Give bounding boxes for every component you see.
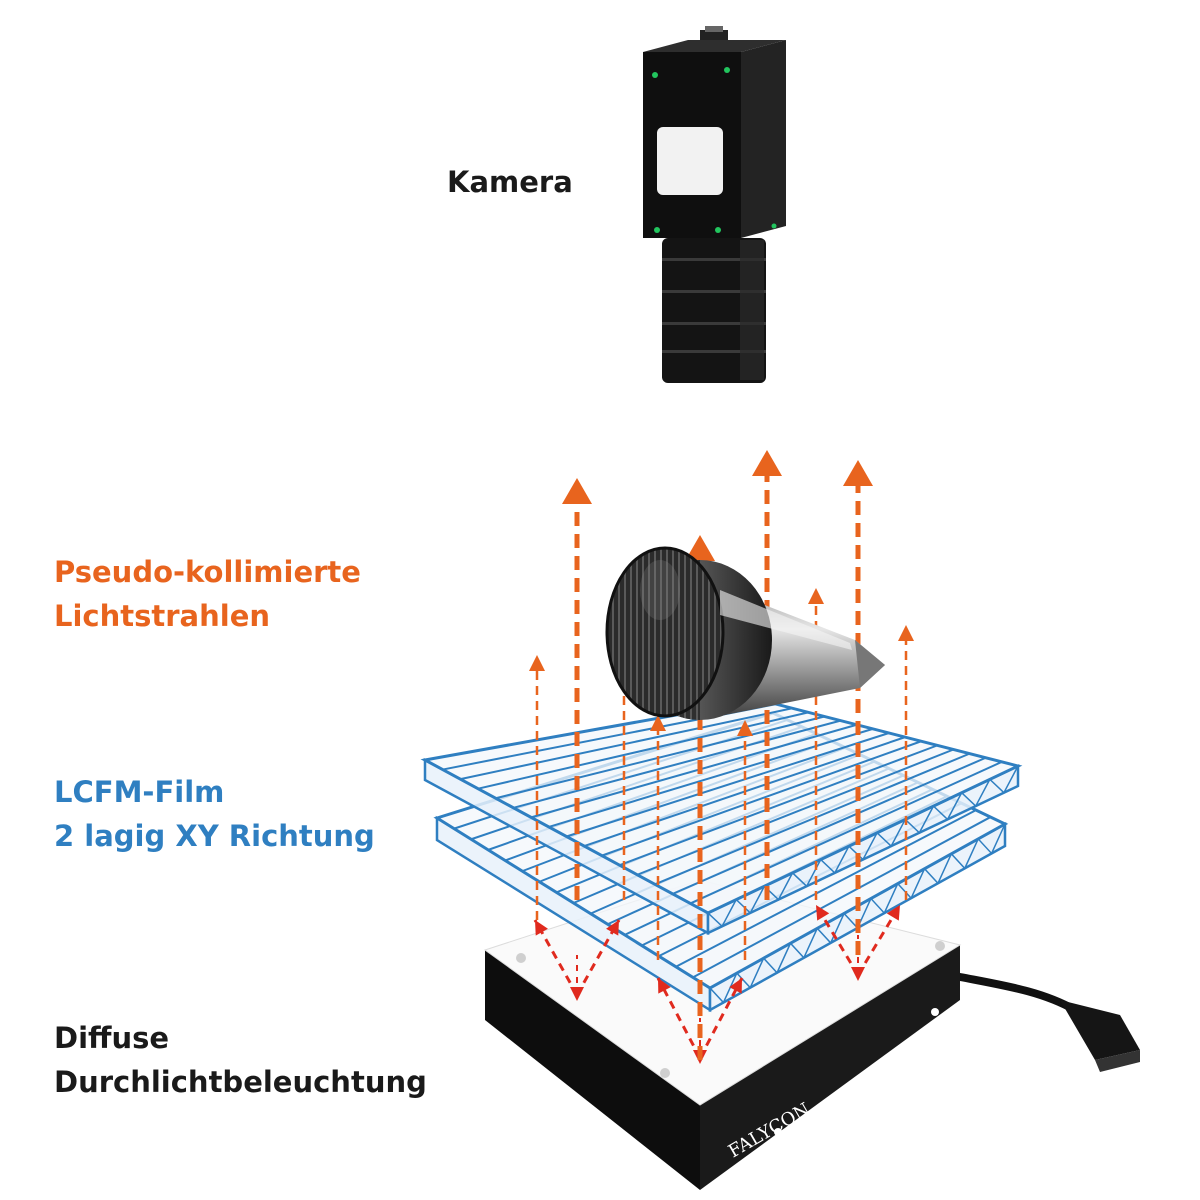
- ray-arrowhead: [650, 715, 666, 731]
- film-stripe: [672, 756, 987, 895]
- film-stripe: [566, 732, 890, 838]
- ray-arrowhead: [843, 460, 873, 486]
- light-ray-arrow: [752, 450, 782, 900]
- film-stripe: [495, 715, 825, 800]
- light-ray-arrow: [898, 625, 914, 900]
- rays-label-line2: Lichtstrahlen: [54, 599, 271, 633]
- ray-arrowhead: [737, 720, 753, 736]
- collimated-light-rays: [529, 450, 914, 1060]
- scatter-arrow: [575, 919, 621, 996]
- scatter-arrowhead: [816, 905, 830, 921]
- light-ray-arrow: [808, 588, 824, 900]
- film-stripe: [530, 723, 858, 819]
- light-ray-arrow: [737, 720, 753, 960]
- backlight-label: Diffuse Durchlichtbeleuchtung: [54, 1016, 427, 1104]
- film-stripe: [513, 719, 841, 809]
- backlight-label-line1: Diffuse: [54, 1021, 170, 1055]
- film-stripe: [548, 727, 874, 828]
- scatter-arrow: [533, 919, 579, 996]
- scatter-arrow-group: [533, 919, 621, 1001]
- film-stripe: [689, 760, 1003, 905]
- film-stripe: [654, 752, 971, 886]
- backlight-label-line2: Durchlichtbeleuchtung: [54, 1065, 427, 1099]
- light-ray-arrow: [650, 715, 666, 960]
- ray-arrowhead: [529, 655, 545, 671]
- rays-label: Pseudo-kollimierte Lichtstrahlen: [54, 550, 361, 638]
- scatter-arrowhead: [658, 978, 671, 994]
- film-label-line1: LCFM-Film: [54, 775, 225, 809]
- film-stripe: [675, 809, 977, 968]
- lcfm-film-layers: [420, 698, 1023, 1013]
- film-stripe: [636, 748, 954, 876]
- film-stripe: [477, 711, 809, 790]
- ray-arrowhead: [562, 478, 592, 504]
- diffuse-scatter-arrows: [533, 904, 902, 1064]
- camera-label: Kamera: [447, 165, 573, 199]
- film-label: LCFM-Film 2 lagig XY Richtung: [54, 770, 375, 858]
- rays-label-line1: Pseudo-kollimierte: [54, 555, 361, 589]
- scatter-arrowhead: [606, 920, 619, 936]
- ray-arrowhead: [898, 625, 914, 641]
- film-stripe: [601, 740, 922, 857]
- light-ray-arrow: [843, 460, 873, 955]
- scatter-arrowhead: [851, 967, 865, 981]
- scatter-arrow: [656, 977, 702, 1059]
- scatter-arrowhead: [729, 978, 742, 994]
- light-ray-arrow: [529, 655, 545, 920]
- film-stripe: [619, 744, 938, 867]
- film-layer: [420, 698, 1023, 936]
- knurled-knob: [605, 546, 885, 720]
- scatter-arrow: [698, 977, 744, 1059]
- light-ray-arrow: [562, 478, 592, 900]
- film-edge-pattern: [707, 765, 1019, 928]
- scatter-arrowhead: [886, 905, 900, 921]
- camera: [643, 26, 786, 383]
- scatter-arrowhead: [535, 920, 548, 936]
- ray-arrowhead: [808, 588, 824, 604]
- ray-arrowhead: [685, 535, 715, 561]
- film-stripe: [460, 707, 793, 781]
- film-label-line2: 2 lagig XY Richtung: [54, 819, 375, 853]
- film-surface: [420, 698, 1023, 915]
- ray-arrowhead: [752, 450, 782, 476]
- film-stripe: [692, 816, 991, 979]
- scatter-arrow-group: [814, 904, 902, 981]
- scatter-arrowhead: [570, 987, 584, 1001]
